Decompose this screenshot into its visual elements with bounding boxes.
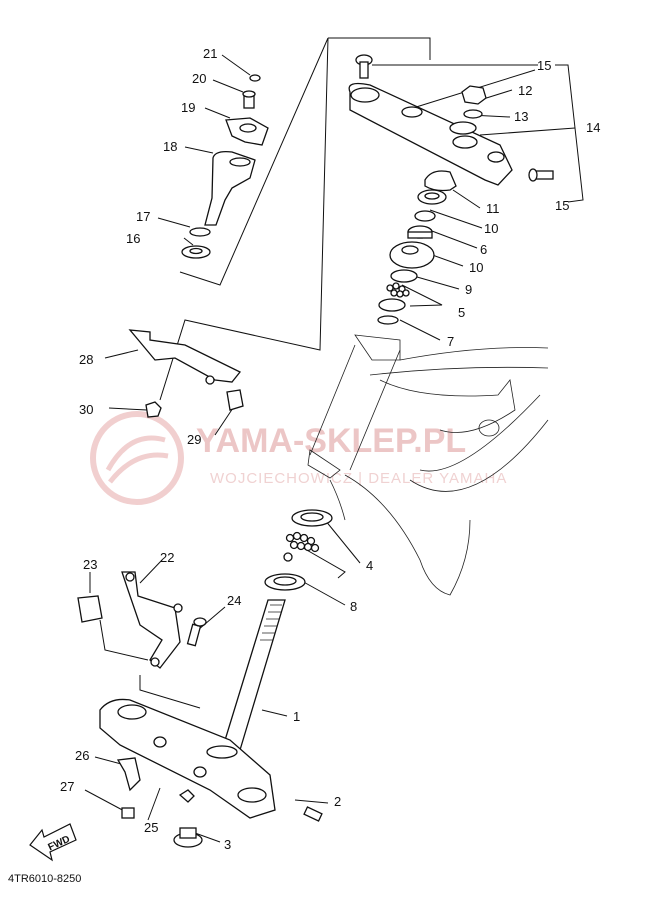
part-cover-9 <box>389 241 435 269</box>
callout-21: 21 <box>203 46 217 61</box>
callout-29: 29 <box>187 432 201 447</box>
part-ringnut-10a <box>417 189 447 205</box>
part-screw-27 <box>121 807 135 819</box>
fwd-arrow-icon: FWD <box>29 823 77 862</box>
watermark-brand: YAMA-SKLEP.PL <box>196 422 466 460</box>
callout-5: 5 <box>458 305 465 320</box>
leader-lines <box>84 37 584 843</box>
part-seal-8 <box>264 573 306 591</box>
part-race-upper <box>378 298 406 312</box>
callout-17: 17 <box>136 209 150 224</box>
watermark-logo-icon <box>90 411 184 505</box>
callout-25: 25 <box>144 820 158 835</box>
part-nut-12 <box>461 85 487 105</box>
callout-4: 4 <box>366 558 373 573</box>
part-ring-17 <box>189 227 211 237</box>
part-damper-23 <box>77 595 103 623</box>
callout-8: 8 <box>350 599 357 614</box>
part-bolt-24 <box>186 617 207 647</box>
part-ringnut-10b <box>407 225 433 239</box>
callout-27: 27 <box>60 779 74 794</box>
callout-30: 30 <box>79 402 93 417</box>
part-holder-cap-19 <box>225 117 269 146</box>
part-nut-30 <box>145 401 162 418</box>
callout-13: 13 <box>514 109 528 124</box>
callout-16: 16 <box>126 231 140 246</box>
part-race-9 <box>390 269 418 283</box>
watermark-tagline: WOJCIECHOWICZ | DEALER YAMAHA <box>210 470 507 487</box>
part-washer-13 <box>463 109 483 119</box>
part-clamp-29 <box>226 389 244 411</box>
part-bolt-20 <box>242 90 256 109</box>
callout-24: 24 <box>227 593 241 608</box>
callout-12: 12 <box>518 83 532 98</box>
callout-15-top: 15 <box>537 58 551 73</box>
callout-26: 26 <box>75 748 89 763</box>
callout-10-lower: 10 <box>469 260 483 275</box>
part-nut-25 <box>178 789 195 803</box>
callout-14: 14 <box>586 120 600 135</box>
frame-outline <box>307 334 549 596</box>
part-bolt-15-top <box>355 54 373 79</box>
callout-7: 7 <box>447 334 454 349</box>
part-lockwasher-11 <box>424 170 457 192</box>
callouts: 21 20 19 18 17 16 15 12 13 14 15 11 10 6… <box>60 46 600 852</box>
callout-28: 28 <box>79 352 93 367</box>
diagram-code: 4TR6010-8250 <box>8 873 81 885</box>
callout-10-upper: 10 <box>484 221 498 236</box>
part-balls-4-lower <box>283 531 320 562</box>
part-cable-guide-28 <box>128 329 242 385</box>
part-bolt-15-side <box>528 168 554 182</box>
watermark: YAMA-SKLEP.PL WOJCIECHOWICZ | DEALER YAM… <box>90 411 507 505</box>
callout-3: 3 <box>224 837 231 852</box>
callout-18: 18 <box>163 139 177 154</box>
part-race-lower <box>291 509 333 527</box>
part-bolt-2 <box>303 806 323 822</box>
callout-1: 1 <box>293 709 300 724</box>
part-clip-26 <box>116 757 141 792</box>
part-washer-6 <box>414 210 436 222</box>
part-washer-21 <box>249 74 261 82</box>
callout-2: 2 <box>334 794 341 809</box>
part-under-bracket <box>99 698 276 819</box>
part-cap-3 <box>173 827 203 848</box>
callout-11: 11 <box>486 201 500 216</box>
callout-15-side: 15 <box>555 198 569 213</box>
callout-9: 9 <box>465 282 472 297</box>
part-bracket-22 <box>121 571 183 669</box>
part-upper-bracket <box>348 82 513 186</box>
part-washer-16 <box>181 245 211 259</box>
part-race-7 <box>377 315 399 325</box>
callout-23: 23 <box>83 557 97 572</box>
part-steering-stem <box>221 599 286 751</box>
part-balls-5-upper <box>386 282 410 298</box>
callout-19: 19 <box>181 100 195 115</box>
callout-22: 22 <box>160 550 174 565</box>
callout-6: 6 <box>480 242 487 257</box>
callout-20: 20 <box>192 71 206 86</box>
part-handlebar-holder-18 <box>204 150 256 226</box>
